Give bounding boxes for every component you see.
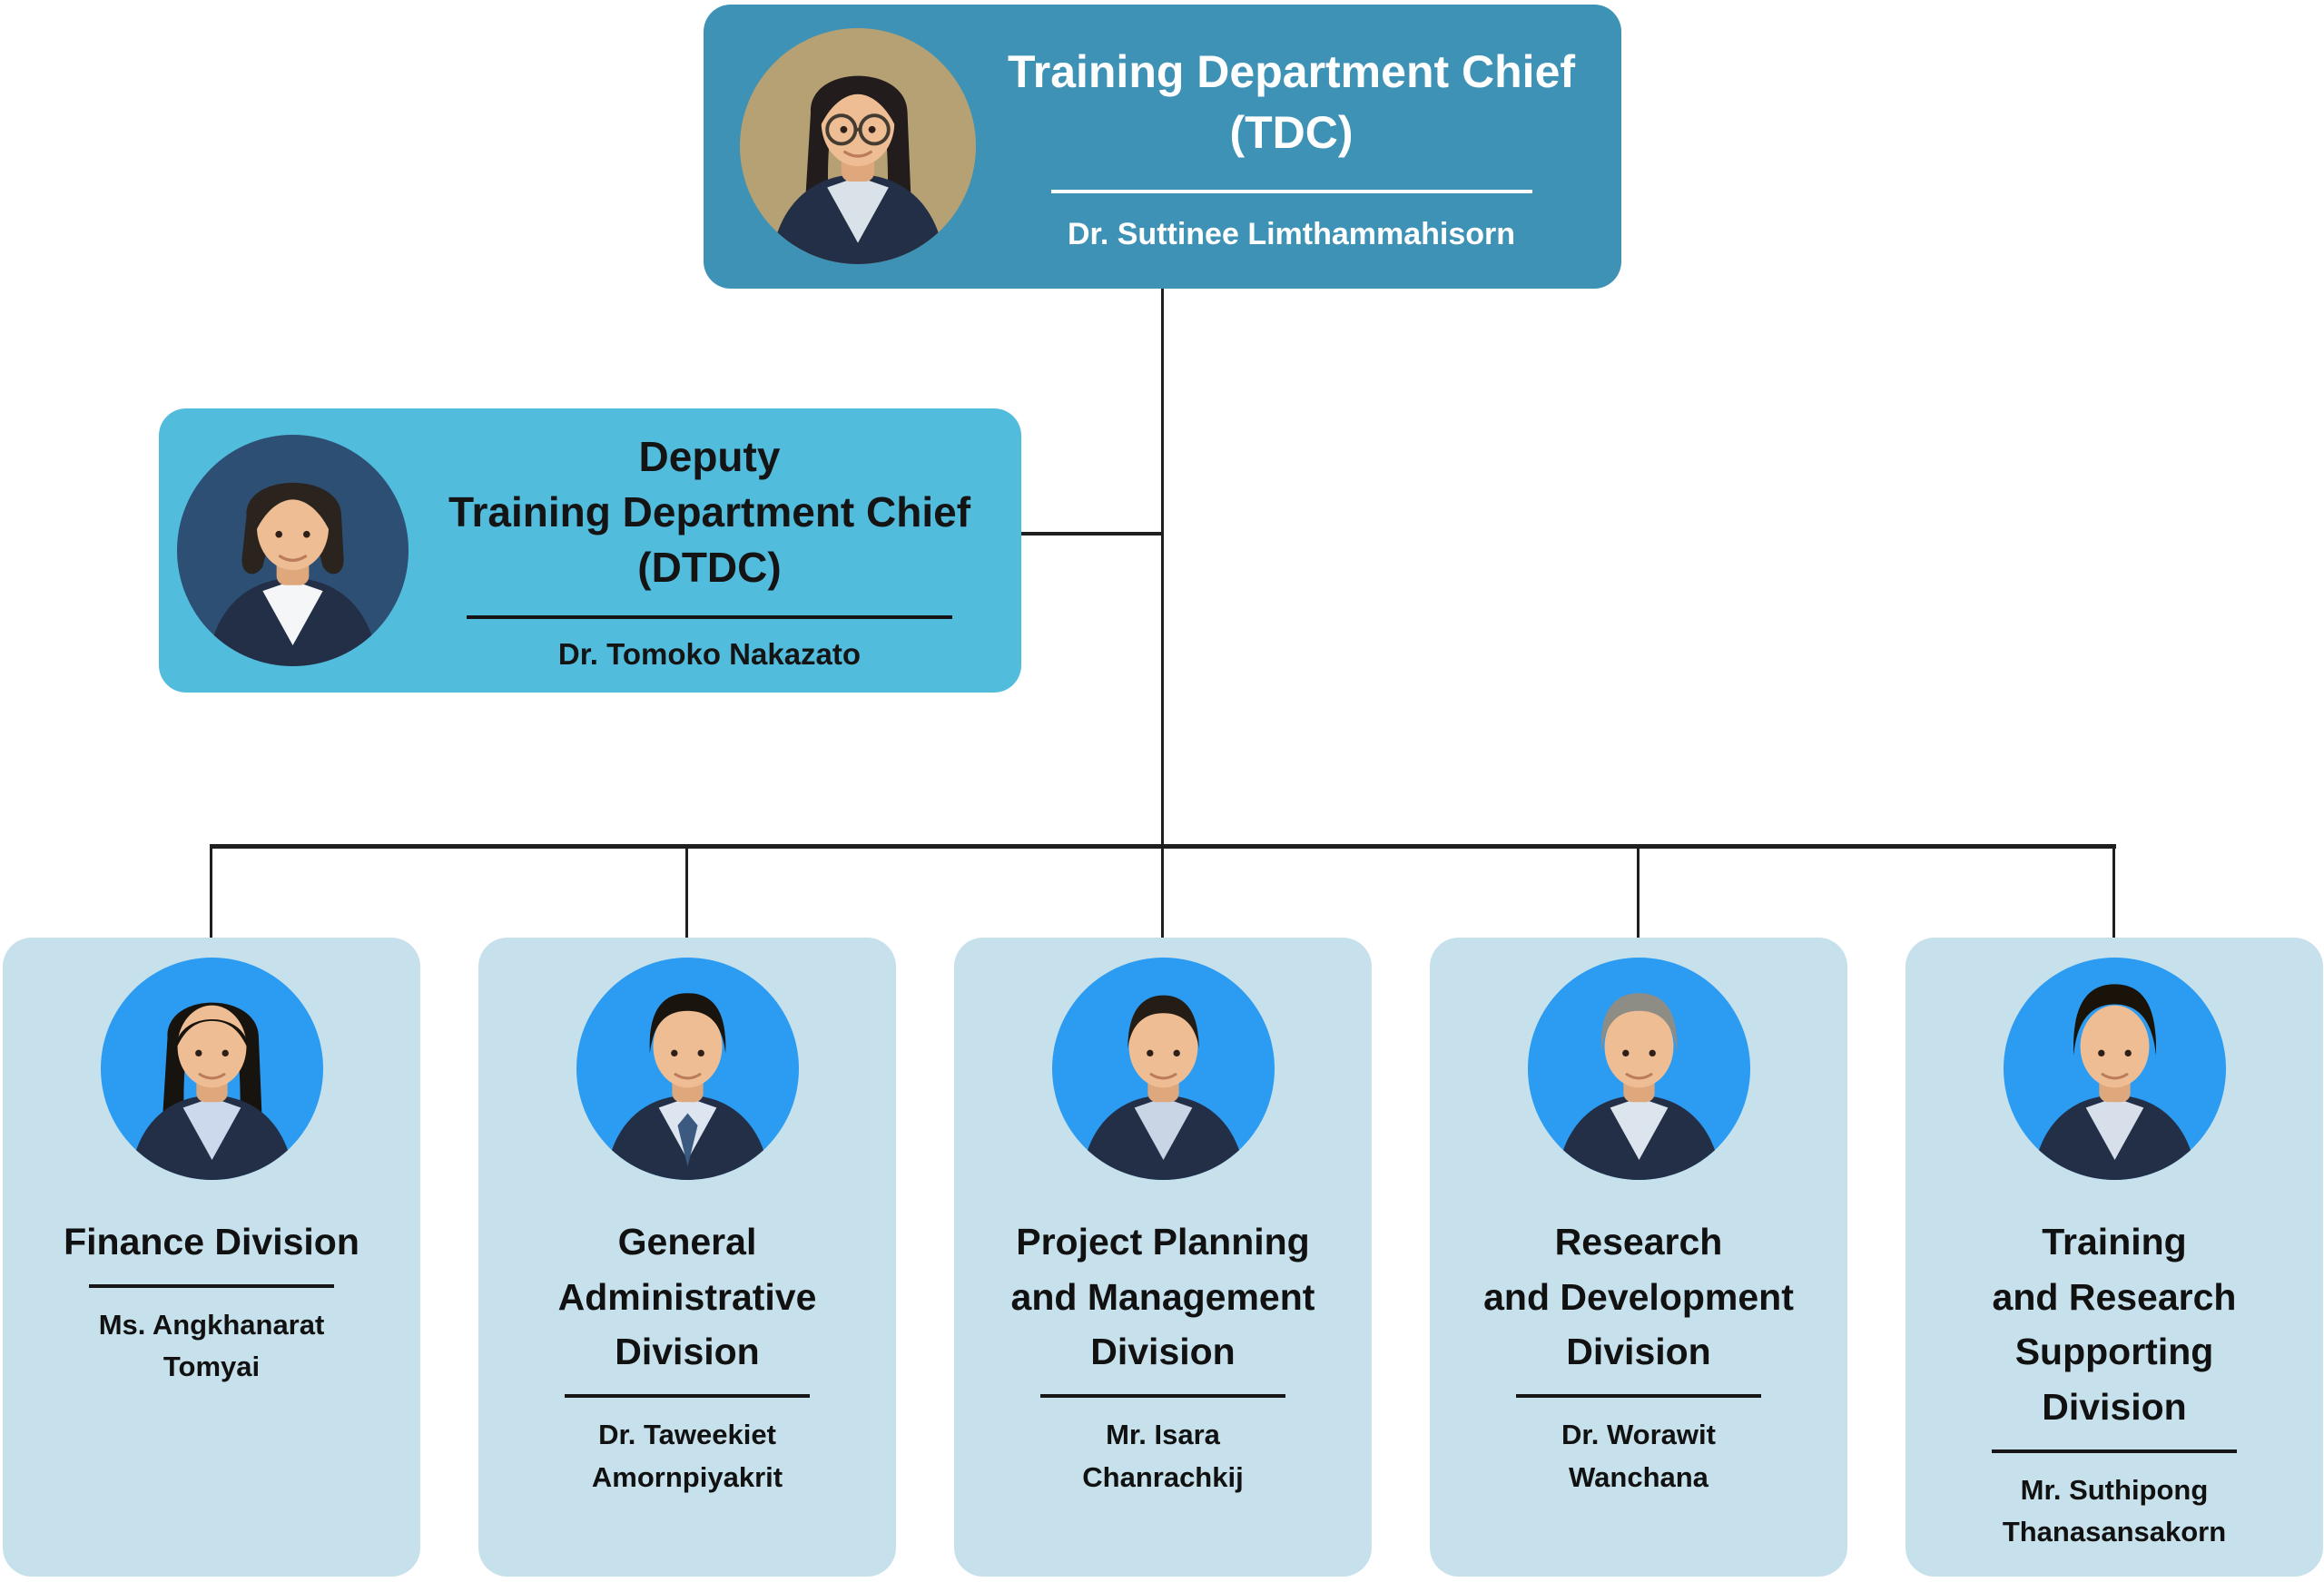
person-name: Dr. Taweekiet Amornpiyakrit xyxy=(591,1419,783,1493)
connector-stub-research-dev xyxy=(1637,847,1640,938)
title-underline xyxy=(89,1283,334,1288)
node-finance-division: Finance Division Ms. Angkhanarat Tomyai xyxy=(3,938,420,1577)
connector-stub-general-admin xyxy=(685,847,688,938)
title-underline xyxy=(1992,1449,2237,1453)
title-underline xyxy=(1516,1394,1761,1399)
person-photo-illustration xyxy=(2003,958,2226,1180)
title-underline xyxy=(565,1394,810,1399)
person-photo-illustration xyxy=(576,958,799,1180)
node-title: Project Planning and Management Division xyxy=(1010,1221,1315,1373)
title-underline xyxy=(467,614,952,619)
node-title: Finance Division xyxy=(64,1221,359,1263)
person-name: Mr. Isara Chanrachkij xyxy=(1082,1419,1244,1493)
node-title: General Administrative Division xyxy=(557,1221,817,1373)
person-photo-illustration xyxy=(1527,958,1750,1180)
person-photo-illustration xyxy=(740,28,976,264)
portrait-photo xyxy=(1527,958,1750,1180)
node-text-block: Training Department Chief (TDC) Dr. Sutt… xyxy=(985,5,1598,289)
connector-stub-training-support xyxy=(2112,847,2115,938)
connector-deputy-horizontal xyxy=(1021,532,1163,536)
node-title: Deputy Training Department Chief (DTDC) xyxy=(448,433,971,591)
connector-stub-finance xyxy=(210,847,212,938)
portrait-photo xyxy=(177,435,409,666)
person-photo-illustration xyxy=(177,435,409,666)
node-text-block: Deputy Training Department Chief (DTDC) … xyxy=(418,408,1001,693)
connector-stub-project-planning xyxy=(1161,847,1164,938)
node-title: Research and Development Division xyxy=(1483,1221,1794,1373)
person-name: Dr. Tomoko Nakazato xyxy=(557,636,862,671)
node-research-development-division: Research and Development Division Dr. Wo… xyxy=(1430,938,1847,1577)
node-training-department-chief: Training Department Chief (TDC) Dr. Sutt… xyxy=(704,5,1621,289)
node-training-research-supporting-division: Training and Research Supporting Divisio… xyxy=(1905,938,2323,1577)
title-underline xyxy=(1040,1394,1285,1399)
portrait-photo xyxy=(576,958,799,1180)
node-project-planning-management-division: Project Planning and Management Division… xyxy=(954,938,1372,1577)
person-photo-illustration xyxy=(1051,958,1275,1180)
person-name: Ms. Angkhanarat Tomyai xyxy=(98,1308,325,1383)
person-photo-illustration xyxy=(100,958,323,1180)
portrait-photo xyxy=(740,28,976,264)
portrait-photo xyxy=(100,958,323,1180)
node-deputy-training-department-chief: Deputy Training Department Chief (DTDC) … xyxy=(159,408,1021,693)
title-underline xyxy=(1050,189,1532,193)
person-name: Mr. Suthipong Thanasansakorn xyxy=(2002,1473,2227,1548)
connector-root-vertical xyxy=(1161,289,1164,847)
node-general-administrative-division: General Administrative Division Dr. Tawe… xyxy=(478,938,896,1577)
connector-main-horizontal xyxy=(210,844,2116,849)
node-title: Training Department Chief (TDC) xyxy=(1007,45,1576,159)
portrait-photo xyxy=(2003,958,2226,1180)
portrait-photo xyxy=(1051,958,1275,1180)
person-name: Dr. Suttinee Limthammahisorn xyxy=(1067,216,1516,251)
node-title: Training and Research Supporting Divisio… xyxy=(1992,1221,2237,1429)
person-name: Dr. Worawit Wanchana xyxy=(1561,1419,1716,1493)
